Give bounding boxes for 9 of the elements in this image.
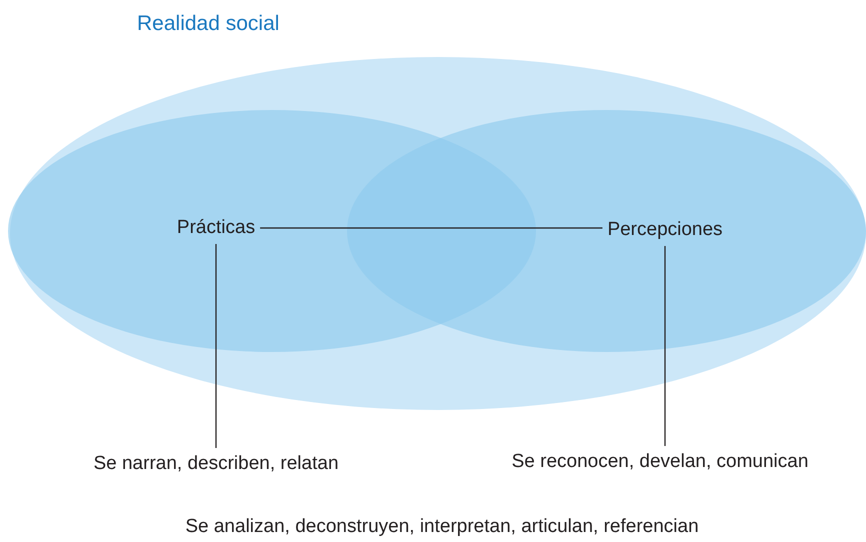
connector-line: [260, 227, 602, 229]
diagram-heading: Realidad social: [137, 12, 280, 36]
note-text: Se analizan, deconstruyen, interpretan, articulan, referencian: [184, 515, 700, 539]
connector-line: [664, 246, 666, 446]
connector-line: [215, 244, 217, 448]
concept-text: Prácticas: [174, 216, 258, 240]
concept-text: Se narran, describen, relatan: [91, 452, 341, 476]
concept-text: Se reconocen, develan, comunican: [510, 450, 810, 474]
concept-text: Percepciones: [605, 218, 725, 242]
